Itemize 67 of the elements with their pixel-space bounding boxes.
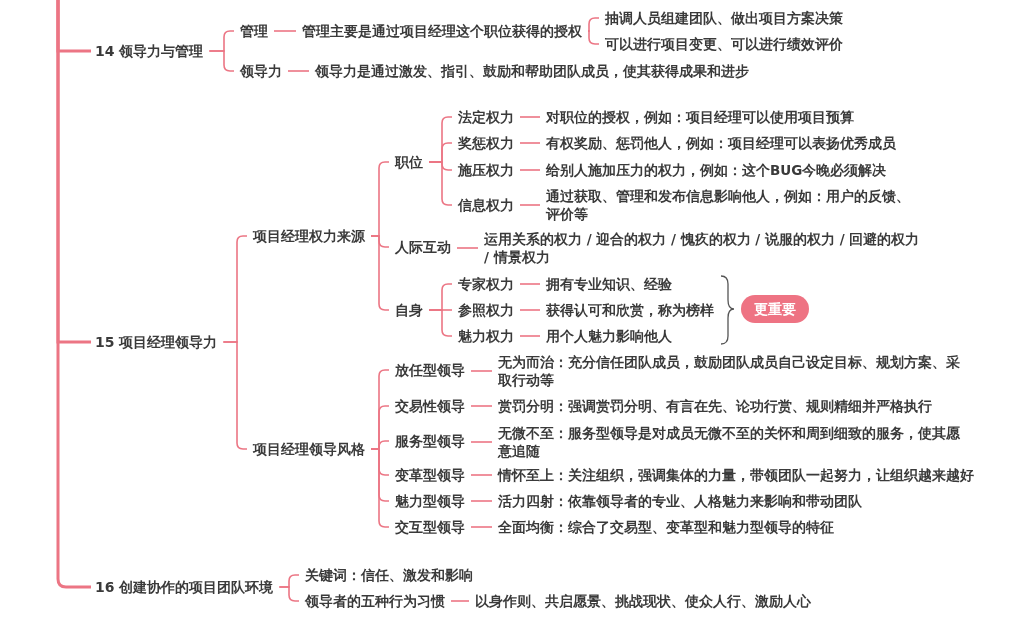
connector-line	[519, 283, 541, 285]
topic-label: 14 领导力与管理	[89, 42, 210, 60]
description-text: 对职位的授权，例如：项目经理可以使用项目预算	[540, 108, 860, 126]
description-text: 获得认可和欣赏，称为榜样	[540, 301, 720, 319]
description-text: 以身作则、共启愿景、挑战现状、使众人行、激励人心	[469, 592, 817, 610]
description-text: 赏罚分明：强调赏罚分明、有言在先、论功行赏、规则精细并严格执行	[492, 397, 938, 415]
description-text: 通过获取、管理和发布信息影响他人，例如：用户的反馈、评价等	[540, 187, 924, 223]
connector-line	[519, 204, 541, 206]
branch-label: 人际互动	[389, 238, 457, 256]
description-text: 抽调人员组建团队、做出项目方案决策	[599, 9, 849, 27]
branch-label: 信息权力	[452, 196, 520, 214]
branch-label: 变革型领导	[389, 466, 471, 484]
description-text: 可以进行项目变更、可以进行绩效评价	[599, 35, 849, 53]
branch-label: 专家权力	[452, 275, 520, 293]
description-text: 活力四射：依靠领导者的专业、人格魅力来影响和带动团队	[492, 492, 868, 510]
branch-label: 交易性领导	[389, 397, 471, 415]
connector-line	[519, 116, 541, 118]
description-text: 运用关系的权力 / 迎合的权力 / 愧疚的权力 / 说服的权力 / 回避的权力 / 情景权力	[478, 230, 926, 266]
branch-label: 服务型领导	[389, 432, 471, 450]
branch-label: 管理	[234, 22, 274, 40]
description-text: 用个人魅力影响他人	[540, 327, 678, 345]
branch-label: 项目经理领导风格	[247, 440, 371, 458]
topic-label: 15 项目经理领导力	[89, 333, 224, 351]
description-text: 无微不至：服务型领导是对成员无微不至的关怀和周到细致的服务，使其愿意追随	[492, 424, 968, 460]
connector-line	[587, 30, 600, 45]
branch-label: 施压权力	[452, 161, 520, 179]
connector-line	[287, 70, 310, 72]
topic-label: 16 创建协作的项目团队环境	[89, 578, 280, 596]
connector-line	[470, 370, 493, 372]
branch-label: 自身	[389, 301, 429, 319]
branch-label: 领导力	[234, 62, 288, 80]
branch-label: 交互型领导	[389, 518, 471, 536]
connector-line	[587, 17, 600, 32]
description-text: 领导力是通过激发、指引、鼓励和帮助团队成员，使其获得成果和进步	[309, 62, 755, 80]
branch-label: 放任型领导	[389, 361, 471, 379]
emphasis-pill: 更重要	[741, 295, 809, 323]
branch-label: 法定权力	[452, 108, 520, 126]
connector-line	[456, 247, 479, 249]
description-text: 管理主要是通过项目经理这个职位获得的授权	[296, 22, 588, 40]
branch-label: 职位	[389, 153, 429, 171]
connector-line	[470, 474, 493, 476]
connector-line	[519, 142, 541, 144]
branch-label: 魅力型领导	[389, 492, 471, 510]
connector-line	[519, 335, 541, 337]
description-text: 给别人施加压力的权力，例如：这个BUG今晚必须解决	[540, 161, 893, 179]
connector-line	[470, 500, 493, 502]
branch-label: 奖惩权力	[452, 134, 520, 152]
connector-line	[519, 169, 541, 171]
description-text: 拥有专业知识、经验	[540, 275, 678, 293]
connector-line	[450, 600, 470, 602]
connector-line	[273, 30, 297, 32]
description-text: 领导者的五种行为习惯	[299, 592, 451, 610]
connector-line	[278, 586, 300, 602]
description-text: 情怀至上：关注组织，强调集体的力量，带领团队一起努力，让组织越来越好	[492, 466, 980, 484]
description-text: 关键词：信任、激发和影响	[299, 566, 479, 584]
connector-line	[470, 441, 493, 443]
description-text: 无为而治：充分信任团队成员，鼓励团队成员自己设定目标、规划方案、采取行动等	[492, 353, 968, 389]
branch-label: 参照权力	[452, 301, 520, 319]
connector-line	[208, 50, 235, 72]
description-text: 全面均衡：综合了交易型、变革型和魅力型领导的特征	[492, 518, 840, 536]
connector-line	[470, 405, 493, 407]
branch-label: 项目经理权力来源	[247, 227, 371, 245]
description-text: 有权奖励、惩罚他人，例如：项目经理可以表扬优秀成员	[540, 134, 902, 152]
branch-label: 魅力权力	[452, 327, 520, 345]
trunk-line	[56, 0, 91, 589]
connector-line	[519, 309, 541, 311]
connector-line	[470, 526, 493, 528]
